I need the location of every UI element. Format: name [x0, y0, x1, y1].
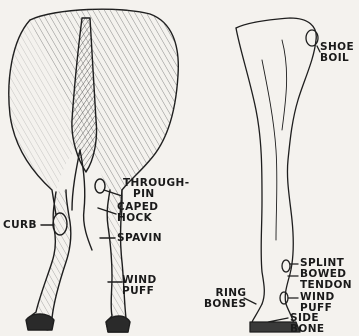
label-curb: CURB [3, 220, 37, 231]
leg-side-front [236, 28, 264, 304]
label-bowed-tendon: BOWED TENDON [300, 269, 352, 291]
label-spavin: SPAVIN [117, 233, 162, 244]
label-side-bone-line2: BONE [290, 324, 325, 335]
label-throughpin: THROUGH- PIN [123, 178, 189, 200]
left-hoof [26, 314, 54, 330]
label-spavin-text: SPAVIN [117, 232, 162, 244]
label-ring-bones-line2: BONES [204, 299, 246, 310]
label-ring-bones: RING BONES [204, 288, 246, 310]
wind-puff-swelling-right [280, 292, 288, 304]
label-bowed-tendon-line2: TENDON [300, 280, 352, 291]
label-shoe-boil-line2: BOIL [320, 53, 354, 64]
label-wind-puff-left-line2: PUFF [122, 286, 157, 297]
label-throughpin-line2: PIN [123, 189, 189, 200]
label-curb-text: CURB [3, 219, 37, 231]
label-caped-hock-line2: HOCK [117, 213, 158, 224]
label-shoe-boil: SHOE BOIL [320, 42, 354, 64]
right-hoof [106, 316, 130, 332]
label-side-bone: SIDE BONE [290, 313, 325, 335]
label-wind-puff-right: WIND PUFF [300, 292, 335, 314]
label-caped-hock: CAPED HOCK [117, 202, 158, 224]
splint-swelling [282, 260, 290, 272]
throughpin-swelling [95, 179, 105, 193]
label-wind-puff-left: WIND PUFF [122, 275, 157, 297]
left-hind-leg [28, 190, 71, 330]
